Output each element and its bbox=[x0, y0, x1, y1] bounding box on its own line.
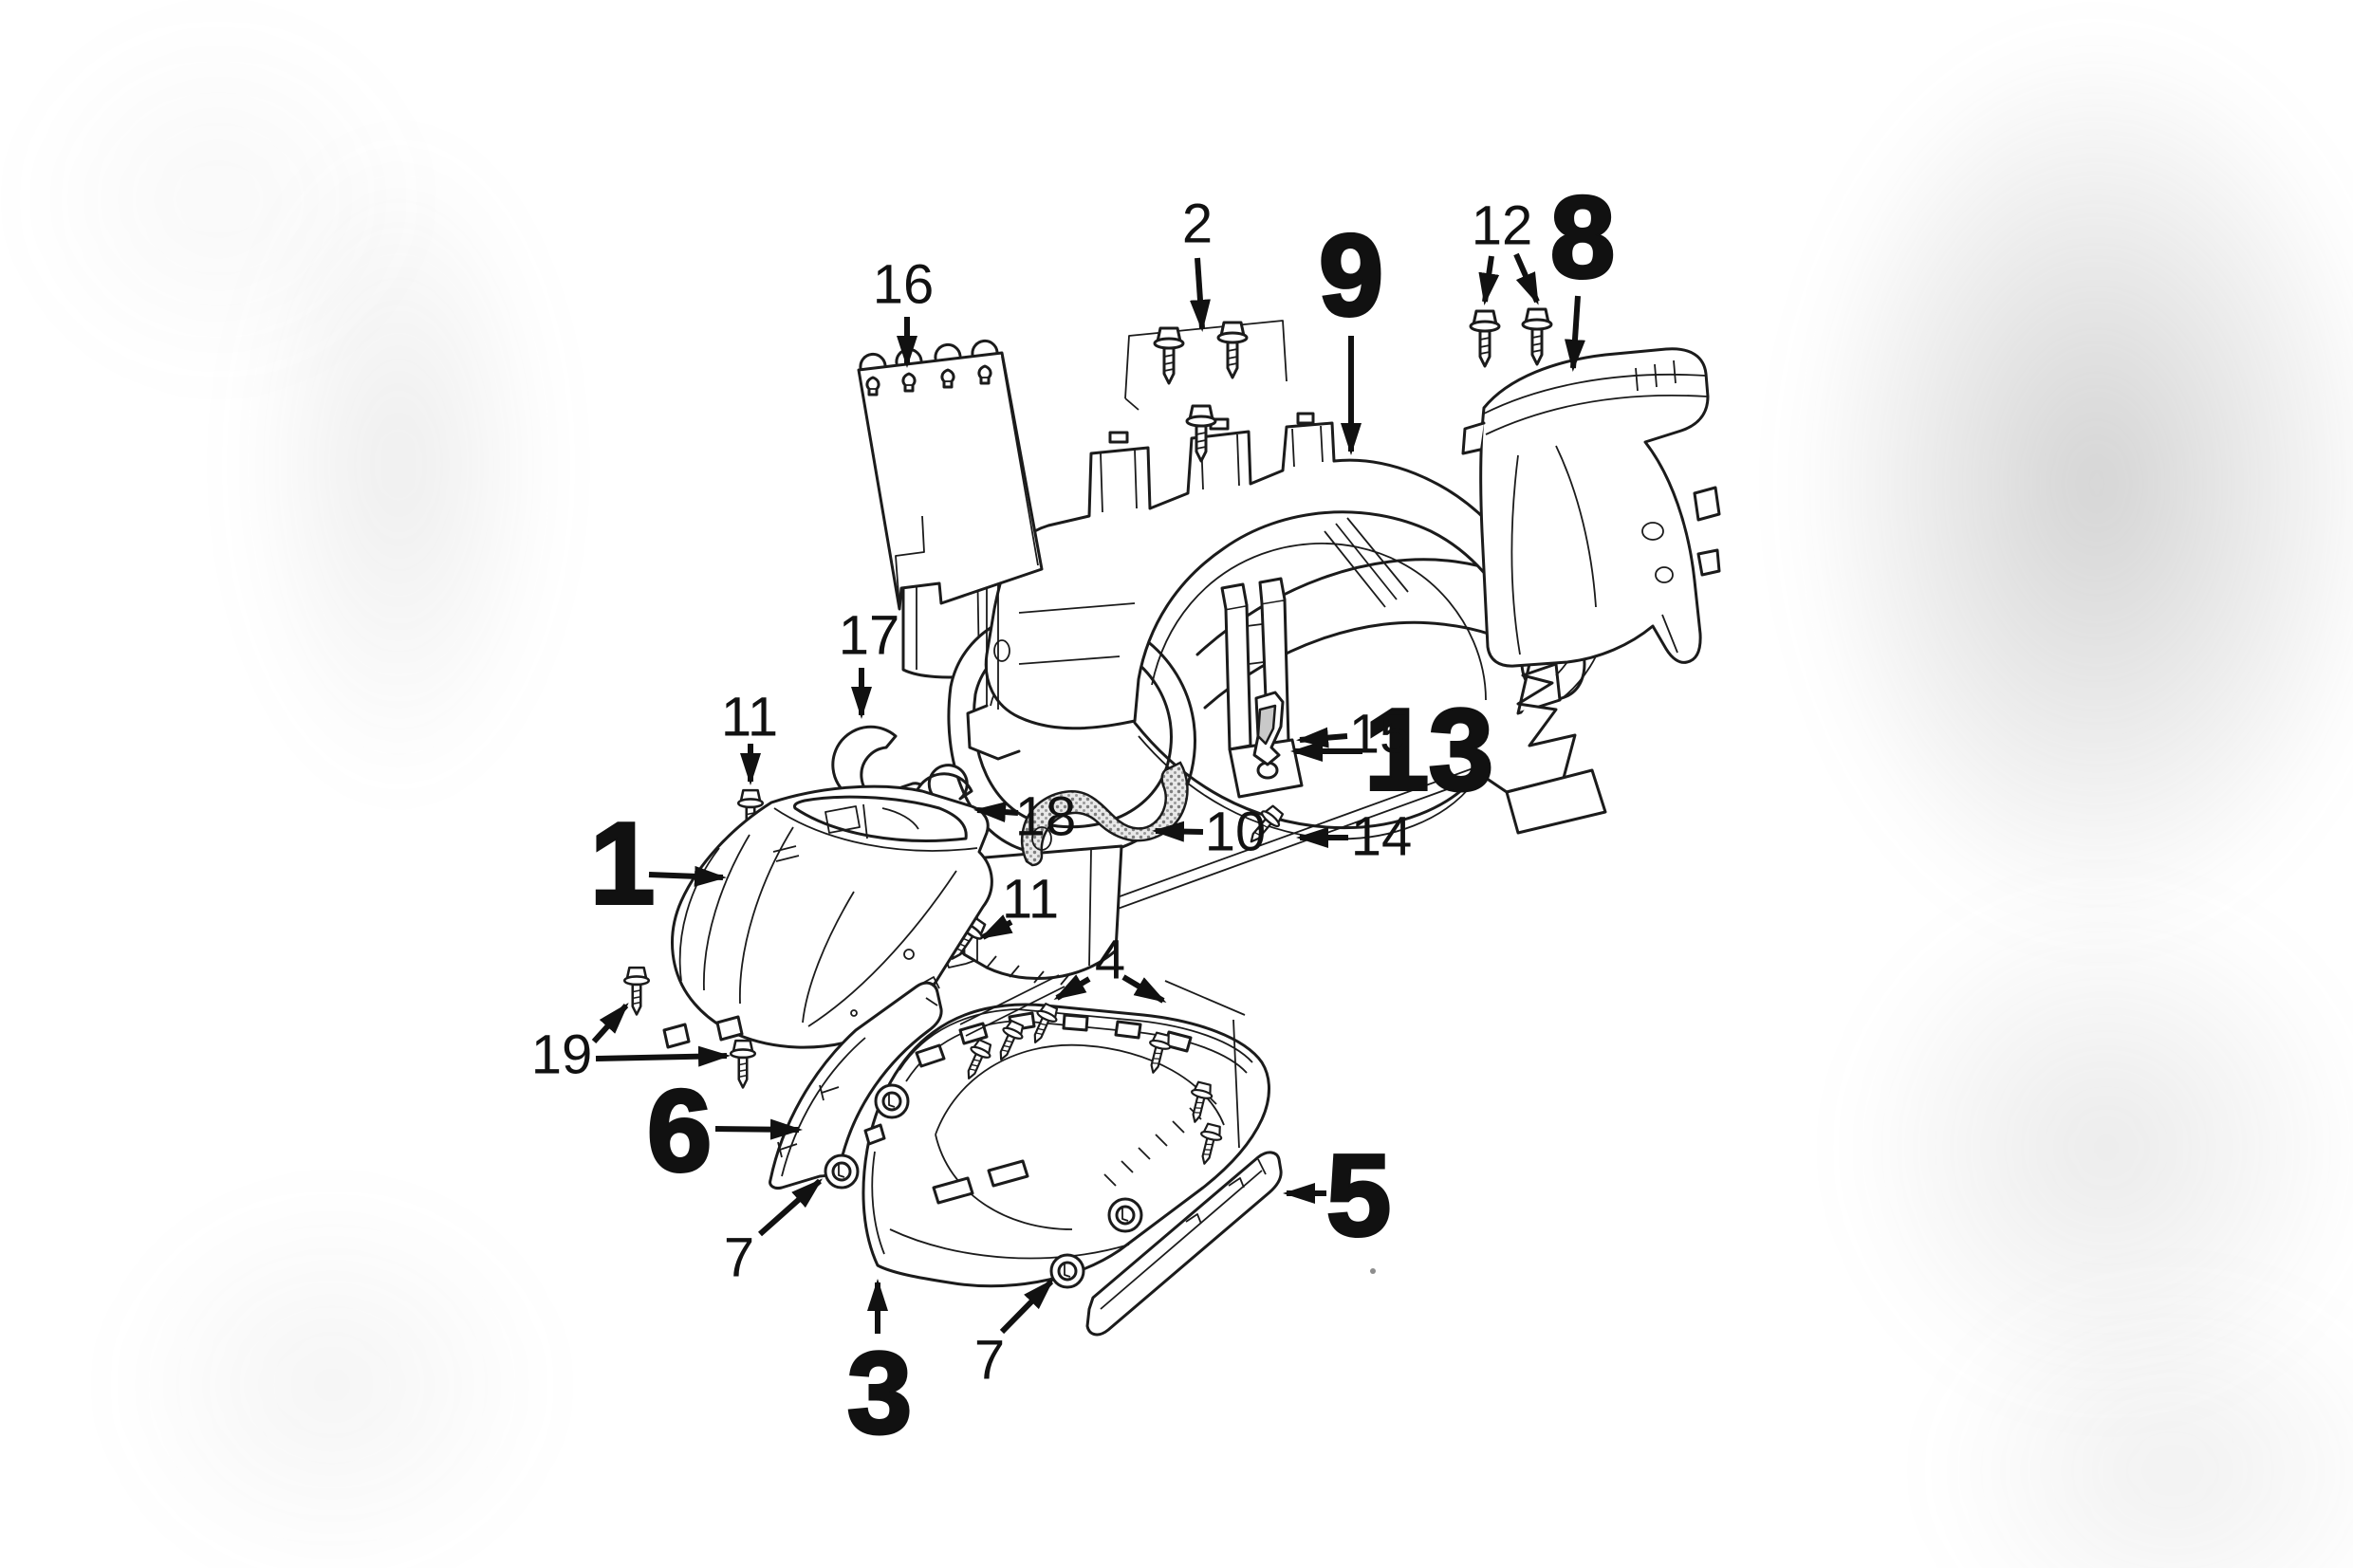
part-label-16: 16 bbox=[873, 254, 935, 368]
part-number-10: 10 bbox=[1205, 802, 1267, 863]
part-number-9: 9 bbox=[1319, 211, 1383, 340]
part-16-mud-flap bbox=[857, 339, 1044, 611]
leader-arrow-4 bbox=[1053, 974, 1091, 1001]
part-number-8: 8 bbox=[1550, 173, 1615, 302]
part-label-19: 19 bbox=[531, 1003, 731, 1086]
part-label-18: 18 bbox=[973, 786, 1077, 848]
grommet-7 bbox=[824, 1153, 860, 1190]
part-15-clip bbox=[1252, 691, 1285, 766]
leader-arrow-6 bbox=[714, 1118, 803, 1140]
part-number-14: 14 bbox=[1351, 806, 1413, 868]
part-label-3: 3 bbox=[845, 1279, 914, 1459]
leader-arrow-7b bbox=[999, 1279, 1054, 1335]
part-6-trim-strip bbox=[769, 976, 943, 1190]
part-8-side-cover bbox=[1461, 347, 1721, 668]
leader-arrow-19 bbox=[595, 1045, 731, 1067]
part-number-18: 18 bbox=[1015, 786, 1077, 848]
part-label-17: 17 bbox=[839, 605, 900, 719]
part-number-7b: 7 bbox=[974, 1330, 1005, 1392]
leader-arrow-12 bbox=[1513, 252, 1540, 305]
leader-arrow-19 bbox=[591, 1003, 629, 1044]
part-number-3: 3 bbox=[847, 1328, 912, 1457]
screw-19b bbox=[729, 1039, 757, 1089]
part-label-8: 8 bbox=[1548, 171, 1617, 372]
part-number-19: 19 bbox=[531, 1024, 593, 1086]
part-label-7a: 7 bbox=[724, 1178, 823, 1289]
part-number-6: 6 bbox=[647, 1066, 712, 1195]
part-label-6: 6 bbox=[645, 1064, 803, 1197]
part-4-screw-kit bbox=[958, 974, 1246, 1168]
part-label-15: 15 bbox=[1296, 704, 1411, 766]
leader-arrow-11b bbox=[979, 914, 1013, 940]
leader-arrow-2 bbox=[1190, 257, 1211, 332]
part-number-2: 2 bbox=[1182, 194, 1213, 255]
leader-arrow-8 bbox=[1564, 295, 1585, 372]
part-label-7b: 7 bbox=[974, 1279, 1054, 1392]
part-label-1: 1 bbox=[588, 797, 727, 930]
part-number-11b: 11 bbox=[1002, 869, 1059, 931]
part-label-11a: 11 bbox=[721, 687, 778, 785]
part-number-7a: 7 bbox=[724, 1227, 754, 1289]
part-number-15: 15 bbox=[1349, 704, 1411, 766]
part-number-12: 12 bbox=[1472, 195, 1533, 257]
part-label-14: 14 bbox=[1296, 806, 1413, 868]
part-label-12: 12 bbox=[1472, 195, 1540, 305]
part-12-screws bbox=[1469, 307, 1553, 368]
leader-arrow-4 bbox=[1121, 974, 1167, 1004]
part-number-16: 16 bbox=[873, 254, 935, 316]
part-number-11a: 11 bbox=[721, 687, 778, 748]
part-number-4: 4 bbox=[1095, 930, 1125, 991]
part-label-13: 13 bbox=[1290, 683, 1495, 816]
part-label-2: 2 bbox=[1182, 194, 1213, 332]
stray-dot bbox=[1370, 1268, 1376, 1274]
part-label-10: 10 bbox=[1152, 802, 1267, 863]
grommet-7 bbox=[874, 1083, 910, 1119]
part-10-duct-bracket bbox=[1020, 761, 1189, 867]
leader-arrow-12 bbox=[1478, 255, 1500, 305]
leader-arrow-18 bbox=[973, 802, 1019, 823]
leader-arrow-10 bbox=[1152, 821, 1204, 842]
part-2-screw-set bbox=[1124, 320, 1288, 463]
part-number-13: 13 bbox=[1364, 685, 1493, 814]
leader-arrow-1 bbox=[648, 865, 727, 887]
grommet-7 bbox=[1049, 1253, 1085, 1289]
part-label-5: 5 bbox=[1283, 1129, 1393, 1262]
part-label-9: 9 bbox=[1317, 209, 1385, 455]
part-label-4: 4 bbox=[1053, 930, 1167, 1004]
part-number-17: 17 bbox=[839, 605, 900, 667]
part-label-11b: 11 bbox=[979, 869, 1059, 940]
part-number-5: 5 bbox=[1326, 1131, 1391, 1260]
part-1-front-cover bbox=[662, 784, 993, 1049]
grommet-7 bbox=[1107, 1197, 1143, 1233]
leader-arrow-15 bbox=[1296, 727, 1348, 748]
part-number-1: 1 bbox=[590, 799, 655, 928]
leader-arrow-7a bbox=[758, 1178, 823, 1237]
part-5-sill-strip bbox=[1085, 1151, 1283, 1337]
